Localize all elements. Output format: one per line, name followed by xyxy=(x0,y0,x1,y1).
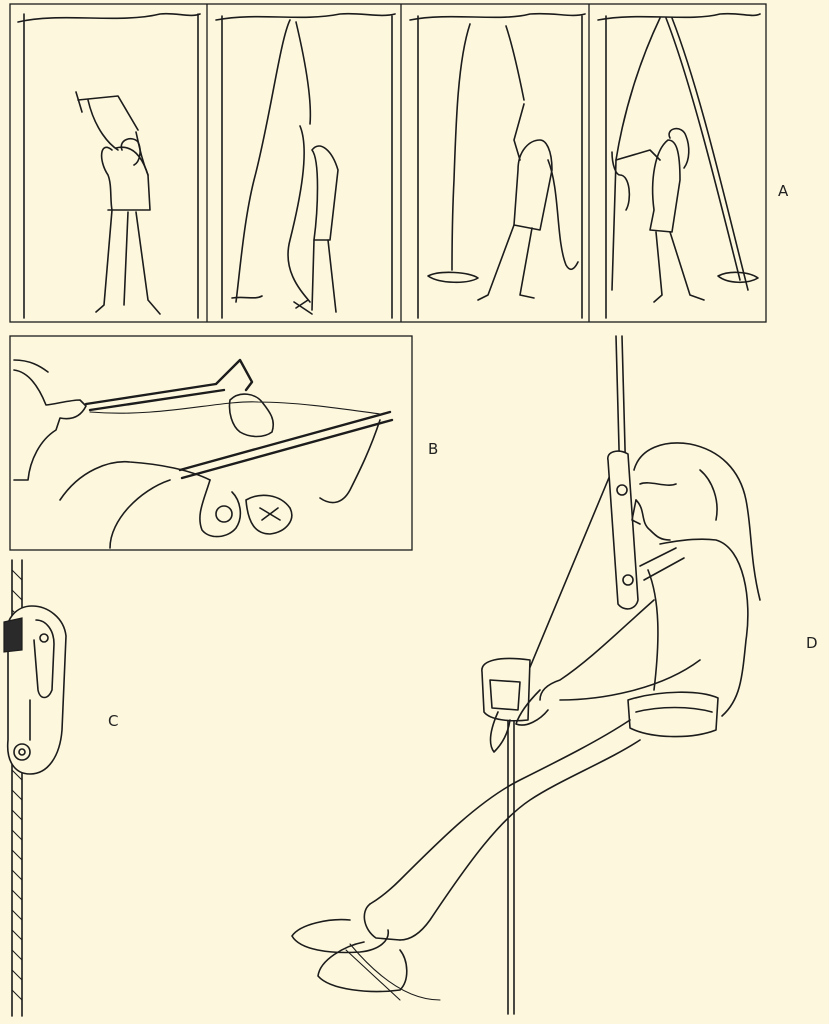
panel-d-climber xyxy=(292,336,760,1014)
panel-label-b: B xyxy=(428,440,438,458)
panel-b-hand-detail xyxy=(10,336,412,550)
panel-label-a: A xyxy=(778,182,789,200)
panel-a-step-3 xyxy=(410,14,585,318)
panel-a-step-1 xyxy=(18,14,200,318)
panel-a-step-4 xyxy=(598,14,760,318)
panel-c-rope-clamp xyxy=(4,560,66,1016)
panel-a-strip xyxy=(10,4,766,322)
panel-a-step-2 xyxy=(216,14,395,318)
panel-label-c: C xyxy=(108,712,118,730)
panel-label-d: D xyxy=(806,634,818,652)
